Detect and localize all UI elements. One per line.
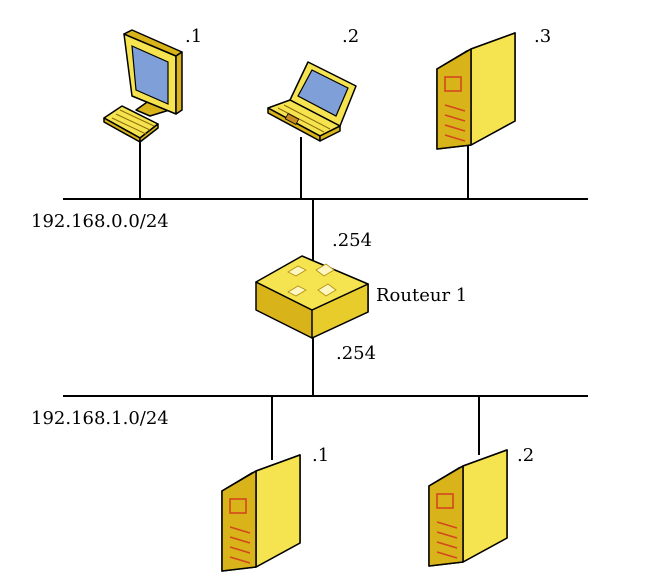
network-bottom-label: 192.168.1.0/24 bbox=[31, 408, 169, 429]
laptop-address-label: .2 bbox=[342, 26, 359, 47]
router-name-label: Routeur 1 bbox=[376, 285, 467, 306]
router-bottom-interface-label: .254 bbox=[336, 343, 376, 364]
router-top-interface-label: .254 bbox=[332, 230, 372, 251]
server-b2-address-label: .2 bbox=[517, 445, 534, 466]
laptop-icon bbox=[267, 61, 357, 142]
desktop-address-label: .1 bbox=[185, 26, 202, 47]
server3-address-label: .3 bbox=[534, 26, 551, 47]
network-top-label: 192.168.0.0/24 bbox=[31, 211, 169, 232]
router-icon bbox=[255, 255, 369, 339]
desktop-computer-icon bbox=[103, 29, 183, 143]
server-icon bbox=[221, 454, 301, 572]
server-b1-address-label: .1 bbox=[312, 445, 329, 466]
server-icon bbox=[436, 32, 516, 150]
server-icon bbox=[428, 449, 508, 567]
